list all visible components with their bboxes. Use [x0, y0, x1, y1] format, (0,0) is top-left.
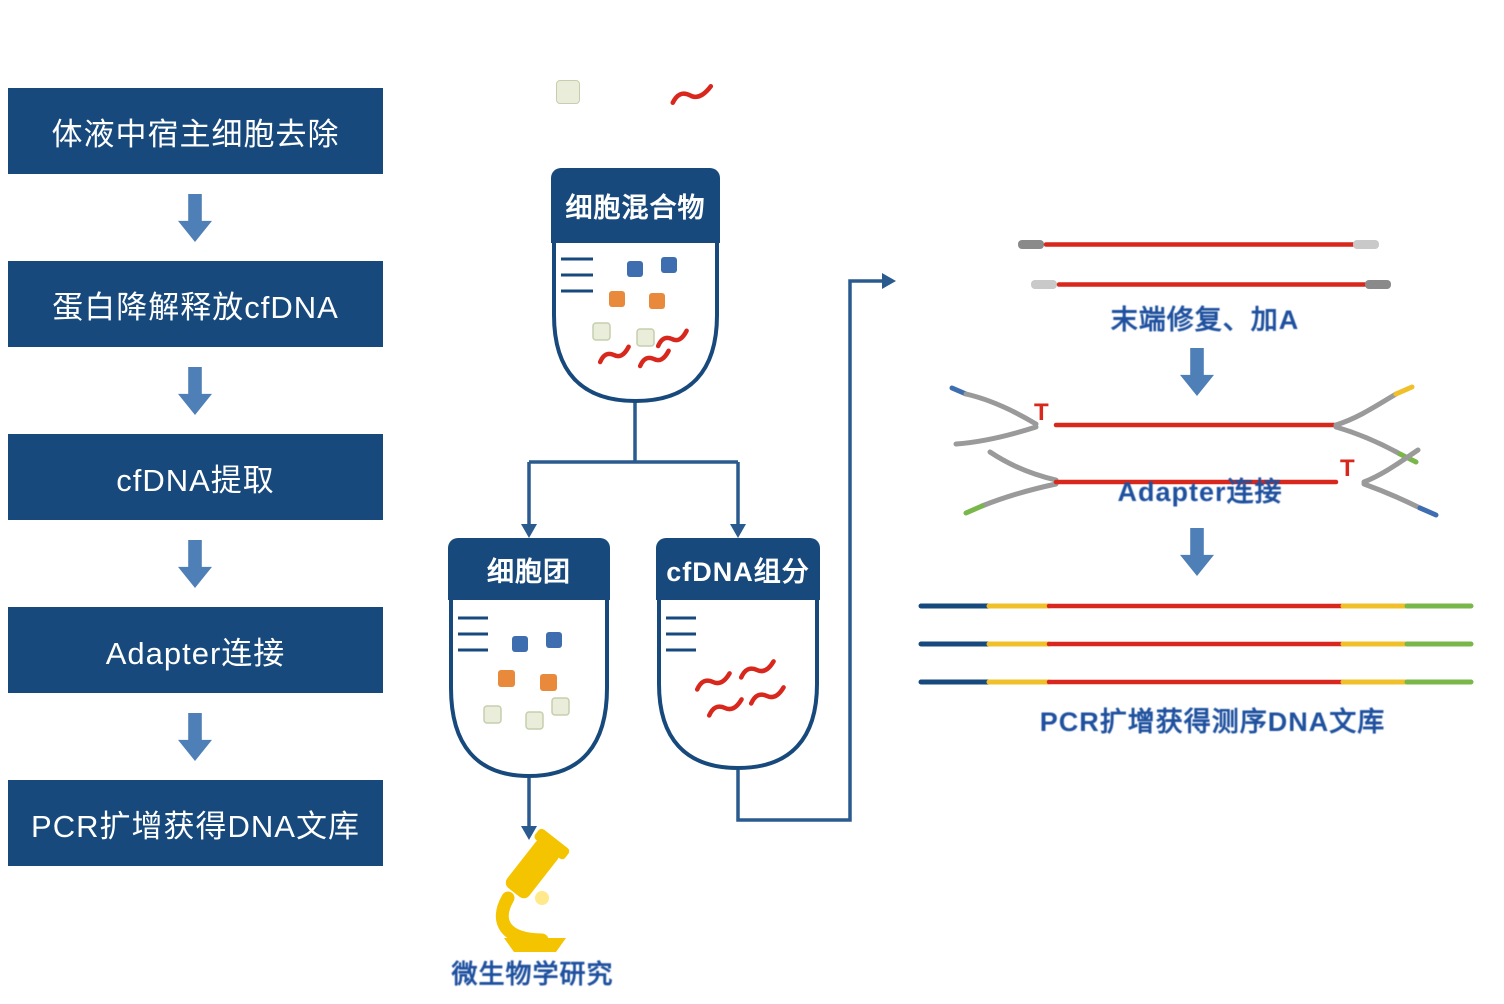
microscope-caption: 微生物学研究 [451, 959, 614, 989]
t-overhang-left: T [1034, 399, 1049, 426]
pellet-flask-body [449, 600, 609, 779]
cfdna-fragment-icon [670, 84, 714, 105]
microscope-base [504, 938, 566, 952]
flow-step-label: Adapter连接 [105, 635, 286, 671]
adapter-ligation-constructs: T T [949, 384, 1439, 518]
end-repair-duplexes [1018, 240, 1391, 289]
flask-outline [449, 600, 609, 779]
end-repair-label: 末端修复、加A [1110, 305, 1300, 335]
dna-duplex [1031, 280, 1391, 289]
pellet-flask-header: 细胞团 [448, 538, 610, 600]
flow-step-label: 蛋白降解释放cfDNA [52, 289, 339, 325]
flow-step-protein-degradation: 蛋白降解释放cfDNA [8, 261, 383, 347]
flask-graduation-marks [666, 616, 696, 652]
cfdna-to-library-connector [736, 279, 882, 822]
adapter-construct: T [963, 447, 1439, 518]
microscope-arm [495, 891, 549, 947]
flask-outline [552, 243, 719, 404]
cfdna-flask-header: cfDNA组分 [656, 538, 820, 600]
flask-outline [657, 600, 819, 771]
flow-step-label: cfDNA提取 [116, 462, 275, 498]
split-connector [527, 401, 740, 524]
flow-step-label: PCR扩增获得DNA文库 [31, 808, 360, 844]
cfdna-flask-body [657, 600, 819, 771]
dna-duplex [1018, 240, 1379, 249]
arrowhead-icon [521, 826, 537, 840]
adapter-construct: T [949, 384, 1419, 465]
flow-step-label: 体液中宿主细胞去除 [51, 116, 340, 152]
cell-particle-blue-icon [565, 8, 587, 30]
arrowhead-icon [730, 524, 746, 538]
mixture-flask-header: 细胞混合物 [551, 168, 720, 243]
pellet-flask-contents [483, 632, 570, 730]
flow-step-host-cell-removal: 体液中宿主细胞去除 [8, 88, 383, 174]
pellet-flask-label: 细胞团 [487, 556, 571, 587]
t-overhang-right: T [1340, 455, 1355, 482]
mixture-flask-contents [592, 257, 689, 369]
cfdna-flask-label: cfDNA组分 [666, 556, 810, 587]
microscope-icon [495, 828, 570, 952]
flow-step-pcr-library: PCR扩增获得DNA文库 [8, 780, 383, 866]
mixture-flask-label: 细胞混合物 [565, 193, 706, 223]
flask-graduation-marks [458, 616, 488, 652]
cell-particle-orange-icon [692, 8, 718, 34]
flow-step-adapter-ligation: Adapter连接 [8, 607, 383, 693]
microscope-lens [535, 891, 549, 905]
arrowhead-right-icon [882, 273, 896, 289]
mixture-flask-body [552, 243, 719, 404]
cfdna-flask-contents [694, 659, 786, 718]
library-molecules [918, 603, 1474, 685]
adapter-ligation-label: Adapter连接 [1117, 477, 1283, 507]
arrowhead-icon [521, 524, 537, 538]
pcr-library-label: PCR扩增获得测序DNA文库 [1039, 707, 1386, 737]
flask-graduation-marks [561, 257, 593, 293]
microscope-tube [505, 828, 570, 899]
cell-particle-pale-icon [556, 80, 580, 104]
flow-step-cfdna-extraction: cfDNA提取 [8, 434, 383, 520]
